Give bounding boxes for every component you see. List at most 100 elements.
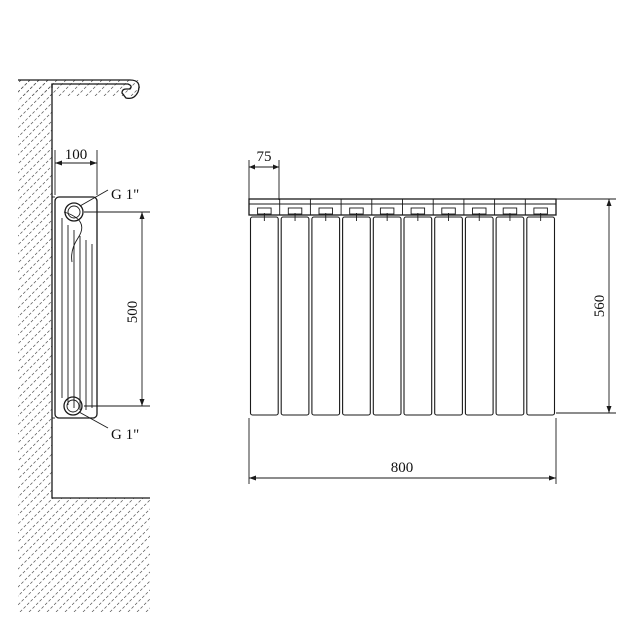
hatch-line: [18, 80, 150, 612]
hatch-line: [18, 80, 150, 612]
hatch-line: [31, 80, 53, 96]
hatch-line: [55, 80, 150, 612]
hatch-line: [18, 80, 150, 612]
radiator-section: [311, 216, 341, 416]
hatch-line: [18, 80, 150, 612]
hatch-line: [18, 80, 50, 612]
hatch-line: [18, 80, 150, 612]
radiator-side-fins: [61, 218, 93, 410]
hatch-line: [103, 80, 125, 96]
hatch-line: [18, 80, 77, 612]
depth-dimension: 100: [54, 147, 98, 195]
hatch-line: [130, 80, 140, 96]
hatch-line: [76, 80, 98, 96]
hatch-line: [40, 80, 62, 96]
inlet-pipe-circle: [64, 202, 84, 222]
hatch-line: [18, 80, 150, 612]
hatch-line: [28, 80, 150, 612]
wall-outline: [18, 79, 150, 499]
total-width-dimension: 800: [248, 418, 557, 484]
section-width-label: 75: [257, 149, 272, 165]
hatch-line: [67, 80, 89, 96]
hatch-line: [19, 80, 150, 612]
hatch-line: [18, 80, 150, 612]
hatch-line: [18, 80, 35, 96]
hatch-line: [18, 80, 150, 612]
hatch-line: [18, 80, 150, 612]
hatch-line: [18, 80, 26, 96]
axis-distance-dimension: 500: [84, 211, 150, 407]
inlet-pipe-inner: [67, 205, 81, 219]
hatch-line: [0, 52, 13, 612]
hatch-line: [58, 80, 80, 96]
hatch-line: [18, 80, 150, 612]
radiator-sections: [248, 198, 557, 416]
hatch-line: [18, 80, 150, 612]
inlet-leader: G 1": [79, 187, 139, 207]
radiator-section: [495, 216, 525, 416]
hatch-line: [18, 80, 150, 612]
hatch-line: [18, 80, 150, 612]
radiator-side-view: 100 G 1" G 1" 500: [52, 147, 150, 443]
radiator-side-body: [54, 196, 98, 419]
hatch-line: [18, 80, 150, 612]
radiator-section: [342, 216, 371, 416]
hatch-line: [18, 80, 150, 612]
hatch-line: [0, 52, 4, 612]
hatch-line: [18, 80, 150, 612]
outlet-pipe-circle: [63, 396, 83, 416]
hatch-line: [18, 80, 150, 612]
total-width-label: 800: [391, 460, 414, 476]
height-dimension: 560: [556, 198, 616, 414]
hatch-line: [176, 76, 196, 96]
hatch-line: [18, 80, 150, 612]
inlet-label: G 1": [111, 187, 139, 203]
section-width-dimension: 75: [248, 149, 280, 200]
ceiling-hatching: [0, 76, 196, 96]
hatch-line: [0, 76, 7, 96]
radiator-section: [464, 216, 494, 416]
hatch-line: [112, 80, 134, 96]
hatch-line: [18, 80, 122, 612]
hatch-line: [18, 80, 150, 612]
hatch-line: [85, 80, 107, 96]
hatch-line: [18, 80, 131, 612]
radiator-section: [372, 216, 402, 416]
hatch-line: [0, 76, 16, 96]
hatch-line: [46, 80, 150, 612]
outlet-leader: G 1": [78, 411, 139, 443]
outlet-label: G 1": [111, 427, 139, 443]
radiator-section: [280, 216, 310, 416]
hatch-line: [18, 80, 150, 612]
depth-label: 100: [65, 147, 88, 163]
hatch-line: [49, 80, 71, 96]
hatch-line: [18, 80, 150, 612]
hatch-line: [18, 80, 150, 612]
hatch-line: [37, 80, 150, 612]
hatch-line: [18, 80, 68, 612]
hatch-line: [18, 80, 86, 612]
hatch-line: [139, 80, 140, 96]
hatch-line: [22, 80, 44, 96]
hatch-line: [18, 80, 150, 612]
hatch-line: [18, 80, 150, 612]
axis-distance-label: 500: [125, 301, 141, 324]
hatch-line: [18, 80, 150, 612]
radiator-section: [526, 216, 556, 416]
hatch-line: [18, 80, 113, 612]
radiator-section: [403, 216, 433, 416]
hatch-line: [158, 76, 178, 96]
outlet-pipe-inner: [66, 399, 80, 413]
hatch-line: [18, 80, 41, 612]
radiator-section: [434, 216, 463, 416]
height-label: 560: [592, 295, 608, 318]
hatch-line: [94, 80, 116, 96]
radiator-section: [249, 216, 279, 416]
radiator-front-view: 75 560 800: [248, 149, 616, 484]
hatch-line: [18, 80, 59, 612]
hatch-line: [167, 76, 187, 96]
hatch-line: [149, 76, 169, 96]
hatch-line: [18, 80, 150, 612]
hatch-line: [18, 80, 150, 612]
